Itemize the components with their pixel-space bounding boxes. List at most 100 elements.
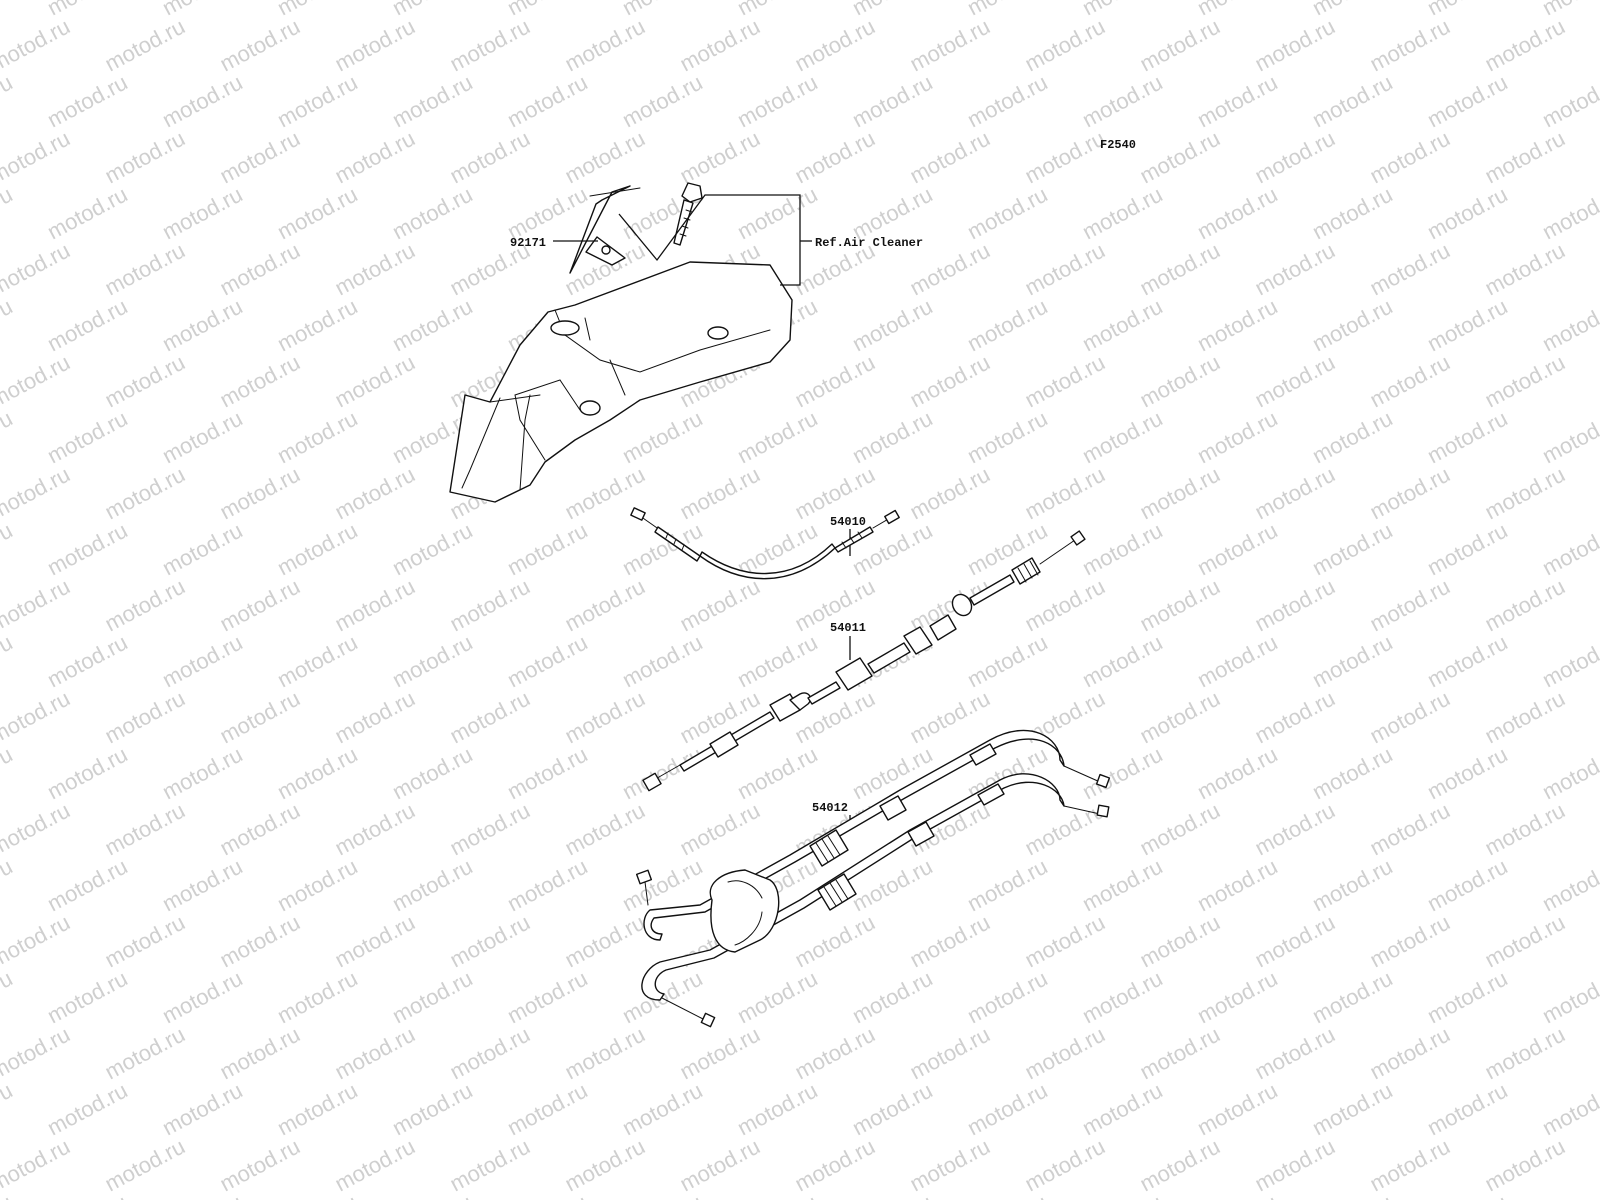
watermark-text: motod.ru: [0, 238, 74, 301]
watermark-text: motod.ru: [676, 1022, 764, 1085]
watermark-text: motod.ru: [906, 350, 994, 413]
watermark-text: motod.ru: [43, 182, 131, 245]
watermark-text: motod.ru: [216, 574, 304, 637]
watermark-text: motod.ru: [158, 742, 246, 805]
watermark-text: motod.ru: [561, 798, 649, 861]
watermark-text: motod.ru: [216, 798, 304, 861]
watermark-text: motod.ru: [1251, 686, 1339, 749]
watermark-text: motod.ru: [963, 70, 1051, 133]
watermark-text: motod.ru: [446, 910, 534, 973]
watermark-text: motod.ru: [963, 182, 1051, 245]
watermark-text: motod.ru: [101, 238, 189, 301]
watermark-text: motod.ru: [216, 14, 304, 77]
watermark-text: motod.ru: [963, 294, 1051, 357]
watermark-text: motod.ru: [0, 1190, 17, 1200]
watermark-text: motod.ru: [1136, 238, 1224, 301]
watermark-text: motod.ru: [618, 742, 706, 805]
watermark-text: motod.ru: [503, 854, 591, 917]
label-54012: 54012: [812, 801, 848, 815]
watermark-text: motod.ru: [1481, 1022, 1569, 1085]
watermark-text: motod.ru: [1423, 406, 1511, 469]
watermark-text: motod.ru: [0, 630, 17, 693]
watermark-text: motod.ru: [331, 462, 419, 525]
watermark-text: motod.ru: [158, 854, 246, 917]
watermark-text: motod.ru: [388, 742, 476, 805]
watermark-text: motod.ru: [273, 182, 361, 245]
watermark-text: motod.ru: [158, 966, 246, 1029]
watermark-text: motod.ru: [158, 70, 246, 133]
watermark-text: motod.ru: [331, 1134, 419, 1197]
watermark-text: motod.ru: [791, 1022, 879, 1085]
watermark-text: motod.ru: [503, 1078, 591, 1141]
watermark-text: motod.ru: [1136, 686, 1224, 749]
watermark-text: motod.ru: [1538, 854, 1600, 917]
watermark-text: motod.ru: [1021, 798, 1109, 861]
watermark-text: motod.ru: [1596, 350, 1600, 413]
watermark-text: motod.ru: [1538, 182, 1600, 245]
watermark-text: motod.ru: [848, 1190, 936, 1200]
watermark-text: motod.ru: [158, 1190, 246, 1200]
watermark-text: motod.ru: [331, 350, 419, 413]
watermark-text: motod.ru: [848, 70, 936, 133]
watermark-text: motod.ru: [1078, 1190, 1166, 1200]
label-ref-air-cleaner: Ref.Air Cleaner: [815, 236, 923, 250]
watermark-text: motod.ru: [331, 686, 419, 749]
watermark-text: motod.ru: [331, 574, 419, 637]
watermark-text: motod.ru: [1308, 518, 1396, 581]
watermark-text: motod.ru: [0, 406, 17, 469]
watermark-text: motod.ru: [0, 70, 17, 133]
cable-54012: [635, 729, 1111, 1028]
watermark-text: motod.ru: [216, 910, 304, 973]
watermark-text: motod.ru: [1193, 966, 1281, 1029]
watermark-text: motod.ru: [101, 574, 189, 637]
watermark-text: motod.ru: [43, 518, 131, 581]
watermark-text: motod.ru: [43, 854, 131, 917]
watermark-text: motod.ru: [1596, 574, 1600, 637]
watermark-text: motod.ru: [1078, 966, 1166, 1029]
watermark-text: motod.ru: [1481, 462, 1569, 525]
watermark-text: motod.ru: [1366, 1134, 1454, 1197]
watermark-text: motod.ru: [101, 14, 189, 77]
watermark-text: motod.ru: [1251, 910, 1339, 973]
label-54010: 54010: [830, 515, 866, 529]
watermark-text: motod.ru: [43, 630, 131, 693]
watermark-text: motod.ru: [1078, 1078, 1166, 1141]
watermark-text: motod.ru: [331, 798, 419, 861]
watermark-text: motod.ru: [1251, 14, 1339, 77]
watermark-text: motod.ru: [158, 518, 246, 581]
watermark-text: motod.ru: [733, 1078, 821, 1141]
watermark-text: motod.ru: [1366, 798, 1454, 861]
watermark-text: motod.ru: [446, 686, 534, 749]
watermark-text: motod.ru: [1366, 238, 1454, 301]
watermark-text: motod.ru: [1538, 406, 1600, 469]
watermark-text: motod.ru: [1366, 462, 1454, 525]
watermark-text: motod.ru: [1136, 14, 1224, 77]
watermark-text: motod.ru: [1538, 630, 1600, 693]
watermark-text: motod.ru: [1193, 742, 1281, 805]
cable-54011: [642, 530, 1086, 792]
watermark-text: motod.ru: [676, 126, 764, 189]
watermark-text: motod.ru: [1481, 1134, 1569, 1197]
watermark-text: motod.ru: [791, 126, 879, 189]
watermark-text: motod.ru: [1021, 350, 1109, 413]
watermark-text: motod.ru: [1078, 406, 1166, 469]
watermark-text: motod.ru: [388, 1078, 476, 1141]
watermark-text: motod.ru: [331, 1022, 419, 1085]
watermark-text: motod.ru: [388, 294, 476, 357]
watermark-text: motod.ru: [1193, 182, 1281, 245]
watermark-text: motod.ru: [1308, 854, 1396, 917]
watermark-text: motod.ru: [1193, 70, 1281, 133]
watermark-text: motod.ru: [0, 854, 17, 917]
watermark-text: motod.ru: [388, 518, 476, 581]
watermark-text: motod.ru: [1423, 742, 1511, 805]
watermark-text: motod.ru: [1308, 1078, 1396, 1141]
watermark-text: motod.ru: [0, 966, 17, 1029]
watermark-text: motod.ru: [1308, 966, 1396, 1029]
watermark-text: motod.ru: [1366, 1022, 1454, 1085]
watermark-text: motod.ru: [963, 1190, 1051, 1200]
watermark-text: motod.ru: [1021, 126, 1109, 189]
watermark-text: motod.ru: [848, 1078, 936, 1141]
watermark-text: motod.ru: [1078, 70, 1166, 133]
watermark-text: motod.ru: [0, 126, 74, 189]
watermark-text: motod.ru: [1481, 574, 1569, 637]
